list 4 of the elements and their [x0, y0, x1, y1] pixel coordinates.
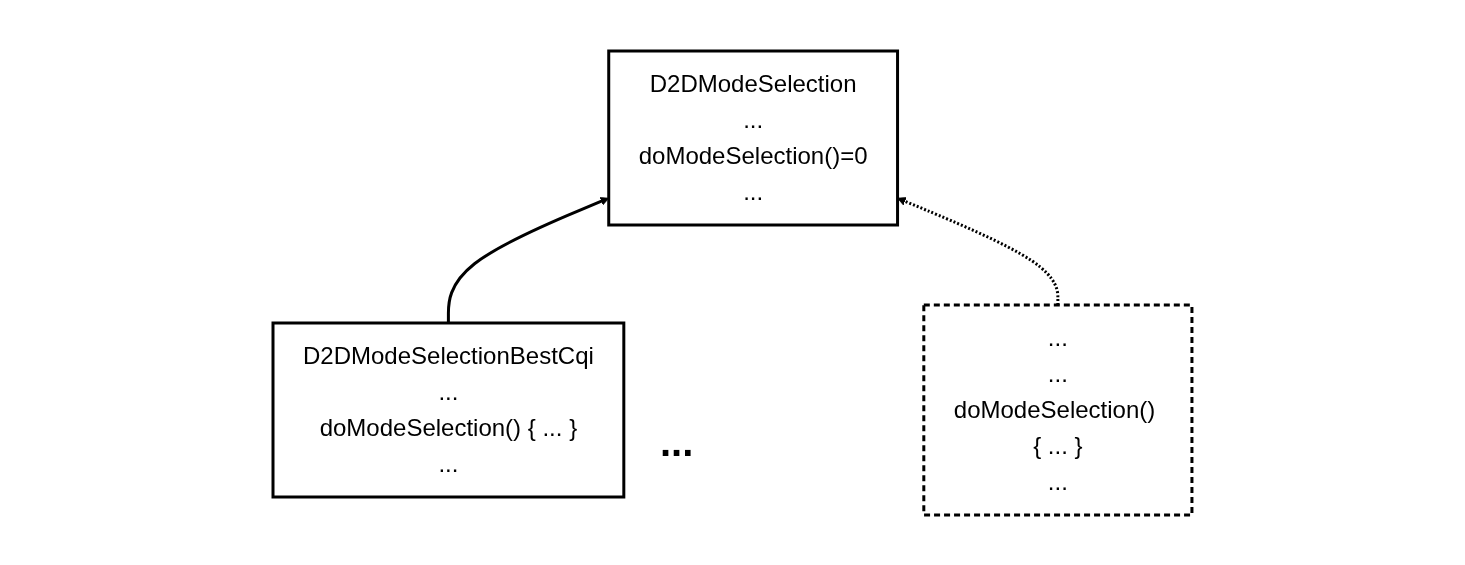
- node-box: ... ... doModeSelection() { ... } ...: [922, 303, 1194, 516]
- node-box: D2DModeSelection ... doModeSelection()=0 ...: [607, 49, 900, 226]
- ellipsis-text: ...: [660, 420, 694, 465]
- node-box: D2DModeSelectionBestCqi ... doModeSelection() { ... } ...: [271, 321, 626, 498]
